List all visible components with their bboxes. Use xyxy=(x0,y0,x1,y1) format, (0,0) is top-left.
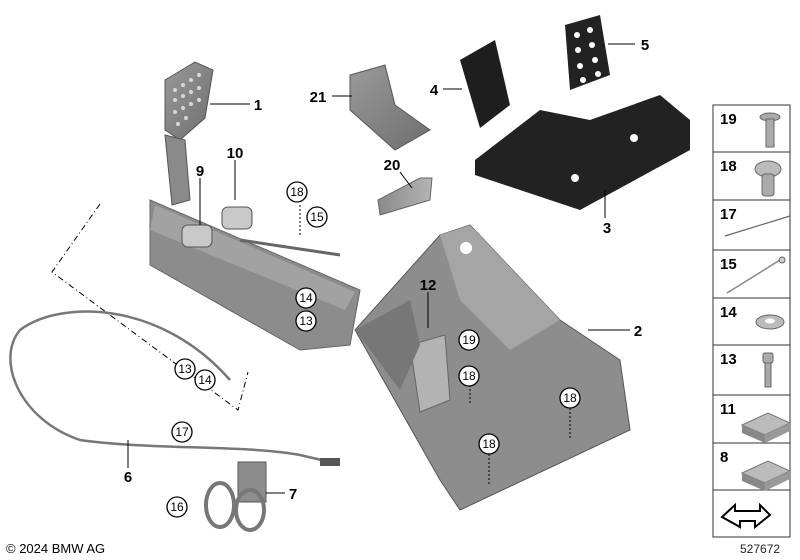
button-head-screw-icon xyxy=(754,160,782,197)
circled-callout-18[interactable]: 18 xyxy=(559,387,581,409)
circled-callout-16[interactable]: 16 xyxy=(166,496,188,518)
socket-head-screw-icon xyxy=(762,352,774,388)
navigation-arrow-icon[interactable] xyxy=(720,502,772,530)
callout-label-9[interactable]: 9 xyxy=(196,163,204,180)
cable-part-6 xyxy=(9,310,331,464)
callout-label-12[interactable]: 12 xyxy=(420,277,437,294)
mat-part-3 xyxy=(475,95,690,210)
clamp-part-7 xyxy=(204,461,267,532)
foam-pad-icon xyxy=(740,412,792,443)
callout-label-20[interactable]: 20 xyxy=(384,157,401,174)
callout-label-2[interactable]: 2 xyxy=(634,323,642,340)
grille-part-5 xyxy=(565,15,610,90)
circled-callout-label: 14 xyxy=(299,291,313,305)
circled-callout-label: 18 xyxy=(462,369,476,383)
circled-callout-19[interactable]: 19 xyxy=(458,329,480,351)
circled-callout-label: 18 xyxy=(563,391,577,405)
circled-callout-label: 15 xyxy=(310,210,324,224)
circled-callout-label: 13 xyxy=(178,362,192,376)
circled-callout-label: 19 xyxy=(462,333,476,347)
circled-callout-14[interactable]: 14 xyxy=(194,369,216,391)
diagram-id: 527672 xyxy=(740,542,781,556)
copyright-text: © 2024 BMW AG xyxy=(6,541,106,556)
sidebar-cell-13[interactable] xyxy=(712,344,791,396)
cable-tie-icon xyxy=(726,256,786,294)
callout-label-1[interactable]: 1 xyxy=(254,97,262,114)
sidebar-item-label: 19 xyxy=(720,111,737,128)
wire-icon xyxy=(724,215,791,237)
sidebar-item-label: 15 xyxy=(720,256,737,273)
clip-part-20 xyxy=(377,177,433,216)
sidebar-cell-18[interactable] xyxy=(712,151,791,201)
sidebar-cell-17[interactable] xyxy=(712,199,791,251)
washer-icon xyxy=(755,314,785,330)
circled-callout-18[interactable]: 18 xyxy=(286,181,308,203)
circled-callout-label: 16 xyxy=(170,500,184,514)
circled-callout-14[interactable]: 14 xyxy=(295,287,317,309)
plate-part-4 xyxy=(460,40,510,128)
footrest-part-2 xyxy=(354,224,631,511)
sidebar-item-label: 8 xyxy=(720,449,728,466)
parts-sidebar: 19 18 17 15 14 13 11 8 xyxy=(712,104,792,538)
circled-callout-label: 13 xyxy=(299,314,313,328)
circled-callout-15[interactable]: 15 xyxy=(306,206,328,228)
sidebar-item-label: 13 xyxy=(720,351,737,368)
callout-label-7[interactable]: 7 xyxy=(289,486,297,503)
circled-callout-label: 18 xyxy=(482,437,496,451)
circled-callout-13[interactable]: 13 xyxy=(295,310,317,332)
callout-label-5[interactable]: 5 xyxy=(641,37,649,54)
circled-callout-13[interactable]: 13 xyxy=(174,358,196,380)
circled-callout-label: 17 xyxy=(175,425,189,439)
callout-label-21[interactable]: 21 xyxy=(310,89,327,106)
sidebar-item-label: 18 xyxy=(720,158,737,175)
countersunk-screw-icon xyxy=(759,112,781,148)
callout-label-3[interactable]: 3 xyxy=(603,220,611,237)
callout-label-6[interactable]: 6 xyxy=(124,469,132,486)
circled-callout-label: 18 xyxy=(290,185,304,199)
leader-lines xyxy=(127,43,635,494)
sidebar-item-label: 17 xyxy=(720,206,737,223)
circled-callout-18[interactable]: 18 xyxy=(478,433,500,455)
bracket-part-21 xyxy=(349,64,431,151)
circled-callout-17[interactable]: 17 xyxy=(171,421,193,443)
dash-dot-outline xyxy=(51,203,249,411)
foam-pad-icon xyxy=(740,460,792,491)
circled-callout-label: 14 xyxy=(198,373,212,387)
sidebar-cell-19[interactable] xyxy=(712,104,791,153)
sidebar-item-label: 11 xyxy=(720,401,736,418)
callout-label-4[interactable]: 4 xyxy=(430,82,439,99)
sidebar-cell-15[interactable] xyxy=(712,249,791,299)
circled-callout-18[interactable]: 18 xyxy=(458,365,480,387)
callout-label-10[interactable]: 10 xyxy=(227,145,244,162)
sidebar-item-label: 14 xyxy=(720,304,737,321)
